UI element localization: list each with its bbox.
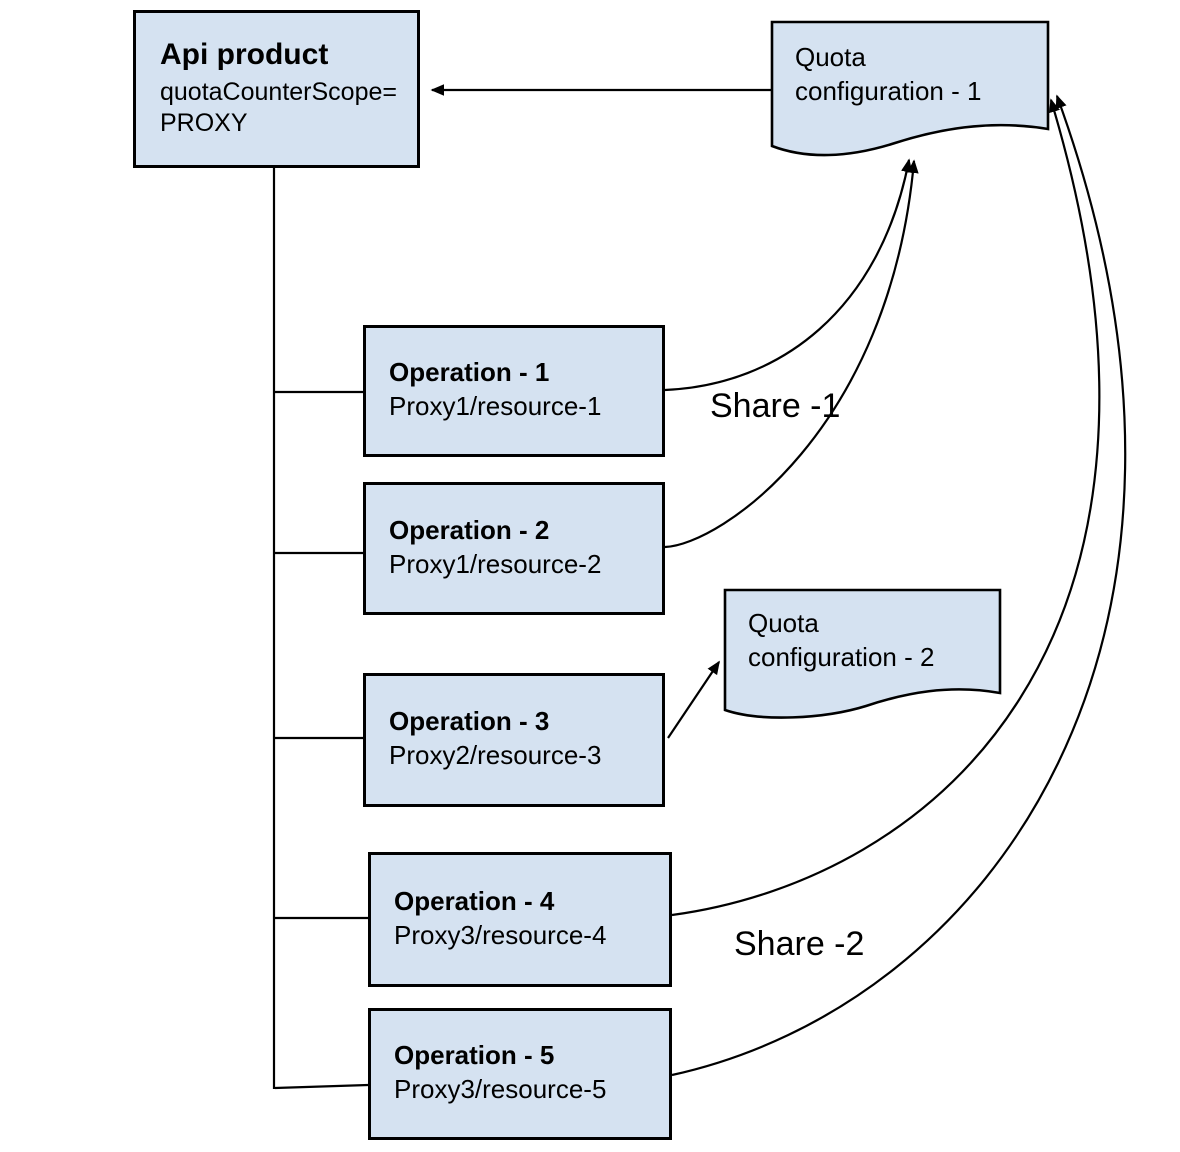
node-operation-5: Operation - 5 Proxy3/resource-5 [368,1008,672,1140]
operation-3-path: Proxy2/resource-3 [389,740,602,770]
quota-config-1-line1: Quota [795,42,866,72]
edge-operation1-to-quota1 [664,158,913,392]
node-operation-1: Operation - 1 Proxy1/resource-1 [363,325,665,457]
edge-branch-operation-5 [274,1083,369,1090]
operation-4-title: Operation - 4 [394,885,555,916]
edge-operation2-to-quota1 [664,159,919,549]
edge-operation5-to-quota1 [671,94,1127,1077]
operation-5-path: Proxy3/resource-5 [394,1074,607,1104]
operation-5-title: Operation - 5 [394,1040,555,1070]
api-product-attribute: quotaCounterScope= [160,78,397,106]
node-quota-config-2-label: Quota configuration - 2 [748,606,988,674]
operation-3-title: Operation - 3 [389,706,550,736]
api-product-title: Api product [160,38,329,71]
quota-config-1-line2: configuration - 1 [795,76,982,106]
node-operation-2: Operation - 2 Proxy1/resource-2 [363,482,665,615]
operation-1-title: Operation - 1 [389,357,550,387]
quota-config-2-shape [723,588,1002,719]
api-product-attribute-value: PROXY [160,109,248,137]
quota-config-2-line2: configuration - 2 [748,642,935,672]
operation-2-title: Operation - 2 [389,514,550,545]
node-operation-4: Operation - 4 Proxy3/resource-4 [368,852,672,987]
edge-label-share-1: Share -1 [710,387,841,425]
node-operation-3: Operation - 3 Proxy2/resource-3 [363,673,665,807]
operation-4-path: Proxy3/resource-4 [394,919,607,950]
node-quota-config-1-label: Quota configuration - 1 [795,40,1035,108]
node-api-product: Api product quotaCounterScope= PROXY [133,10,420,168]
operation-1-path: Proxy1/resource-1 [389,391,602,421]
edge-operation3-to-quota2 [667,660,720,739]
operation-2-path: Proxy1/resource-2 [389,548,602,579]
quota-config-2-line1: Quota [748,608,819,638]
edge-label-share-2: Share -2 [734,925,865,963]
quota-config-1-shape [770,20,1050,157]
edge-operation4-to-quota1 [671,98,1101,917]
